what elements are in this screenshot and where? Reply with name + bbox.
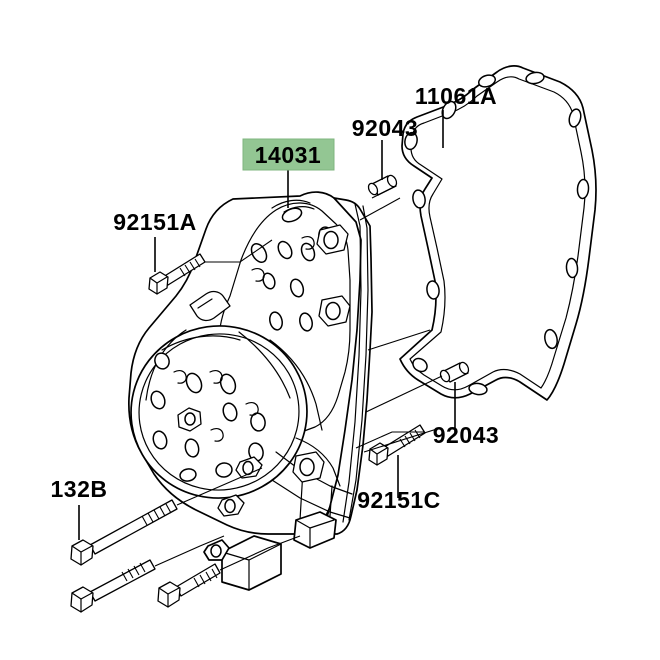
gasket-bolt-holes	[404, 71, 590, 396]
part-dowel-pin-lower[interactable]	[439, 361, 471, 383]
label-14031-highlight	[242, 138, 335, 171]
part-bolt-132B[interactable]	[70, 499, 178, 566]
label-11061A[interactable]: 11061A	[415, 83, 497, 109]
part-cover-boss-block	[203, 535, 282, 591]
cover-fastener-stubs	[217, 456, 263, 517]
part-bolt-long-second[interactable]	[70, 559, 156, 613]
label-92043-bottom[interactable]: 92043	[433, 422, 499, 448]
cover-detail-marks	[173, 236, 315, 442]
cover-face-holes-lower	[150, 352, 266, 482]
cover-boss-collars	[292, 224, 351, 483]
part-number-labels: 14031 92043 11061A 92151A 92043 92151C 1…	[51, 83, 499, 513]
part-cover-gasket[interactable]	[399, 65, 597, 401]
label-92151C[interactable]: 92151C	[357, 487, 441, 513]
label-92151A[interactable]: 92151A	[113, 209, 197, 235]
part-bolt-short-third[interactable]	[157, 563, 221, 608]
part-bolt-92151A[interactable]	[148, 253, 206, 295]
cover-bottom-foot	[293, 511, 337, 549]
part-bolt-92151C[interactable]	[368, 424, 426, 466]
part-clutch-cover[interactable]	[120, 191, 373, 591]
label-92043-top[interactable]: 92043	[352, 115, 418, 141]
label-132B[interactable]: 132B	[51, 476, 108, 502]
label-14031[interactable]: 14031	[242, 138, 335, 171]
label-14031-text: 14031	[255, 142, 321, 168]
callout-leader-lines	[78, 110, 456, 571]
